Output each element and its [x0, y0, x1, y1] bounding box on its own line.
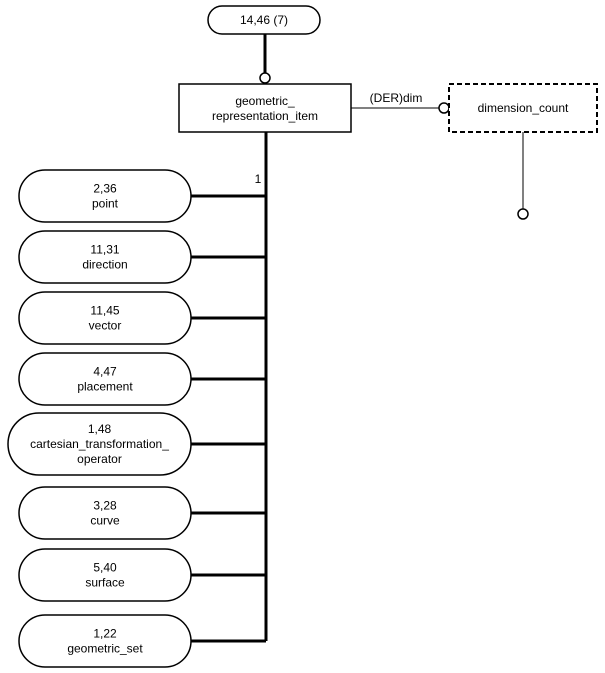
type-name: dimension_count [478, 101, 569, 115]
cardinality-label: 1 [255, 172, 262, 186]
subtype-name-label: surface [85, 576, 125, 590]
subtype-reference-label: 3,28 [93, 499, 117, 513]
subtype-name-label: placement [77, 380, 133, 394]
entity-box-geometric-representation-item[interactable] [178, 83, 352, 133]
subtype-reference-label: 11,45 [90, 304, 119, 318]
subtype-reference-label: 4,47 [93, 365, 117, 379]
subtype-reference-label: 2,36 [93, 182, 117, 196]
subtype-name-label: geometric_set [67, 642, 143, 656]
type-connector-end-circle [517, 208, 529, 220]
subtype-name-label: vector [89, 319, 122, 333]
type-box-dimension-count[interactable] [448, 83, 598, 133]
subtype-reference-label: 1,22 [93, 627, 117, 641]
subtype-name-label: curve [90, 514, 120, 528]
attribute-label: (DER)dim [370, 91, 423, 105]
subtype-name-label: direction [82, 258, 127, 272]
subtype-name-label: operator [77, 452, 122, 466]
subtype-name-label: cartesian_transformation_ [30, 437, 169, 451]
subtype-reference-label: 5,40 [93, 561, 117, 575]
subtype-name-label: point [92, 197, 119, 211]
entity-name-line-2: representation_item [212, 109, 318, 123]
subtype-reference-label: 1,48 [88, 422, 112, 436]
subtype-reference-label: 11,31 [90, 243, 119, 257]
attribute-end-circle [438, 102, 450, 114]
top-reference-label: 14,46 (7) [240, 13, 288, 27]
supertype-connector-end-circle [259, 72, 271, 84]
entity-name-line-1: geometric_ [235, 94, 295, 108]
